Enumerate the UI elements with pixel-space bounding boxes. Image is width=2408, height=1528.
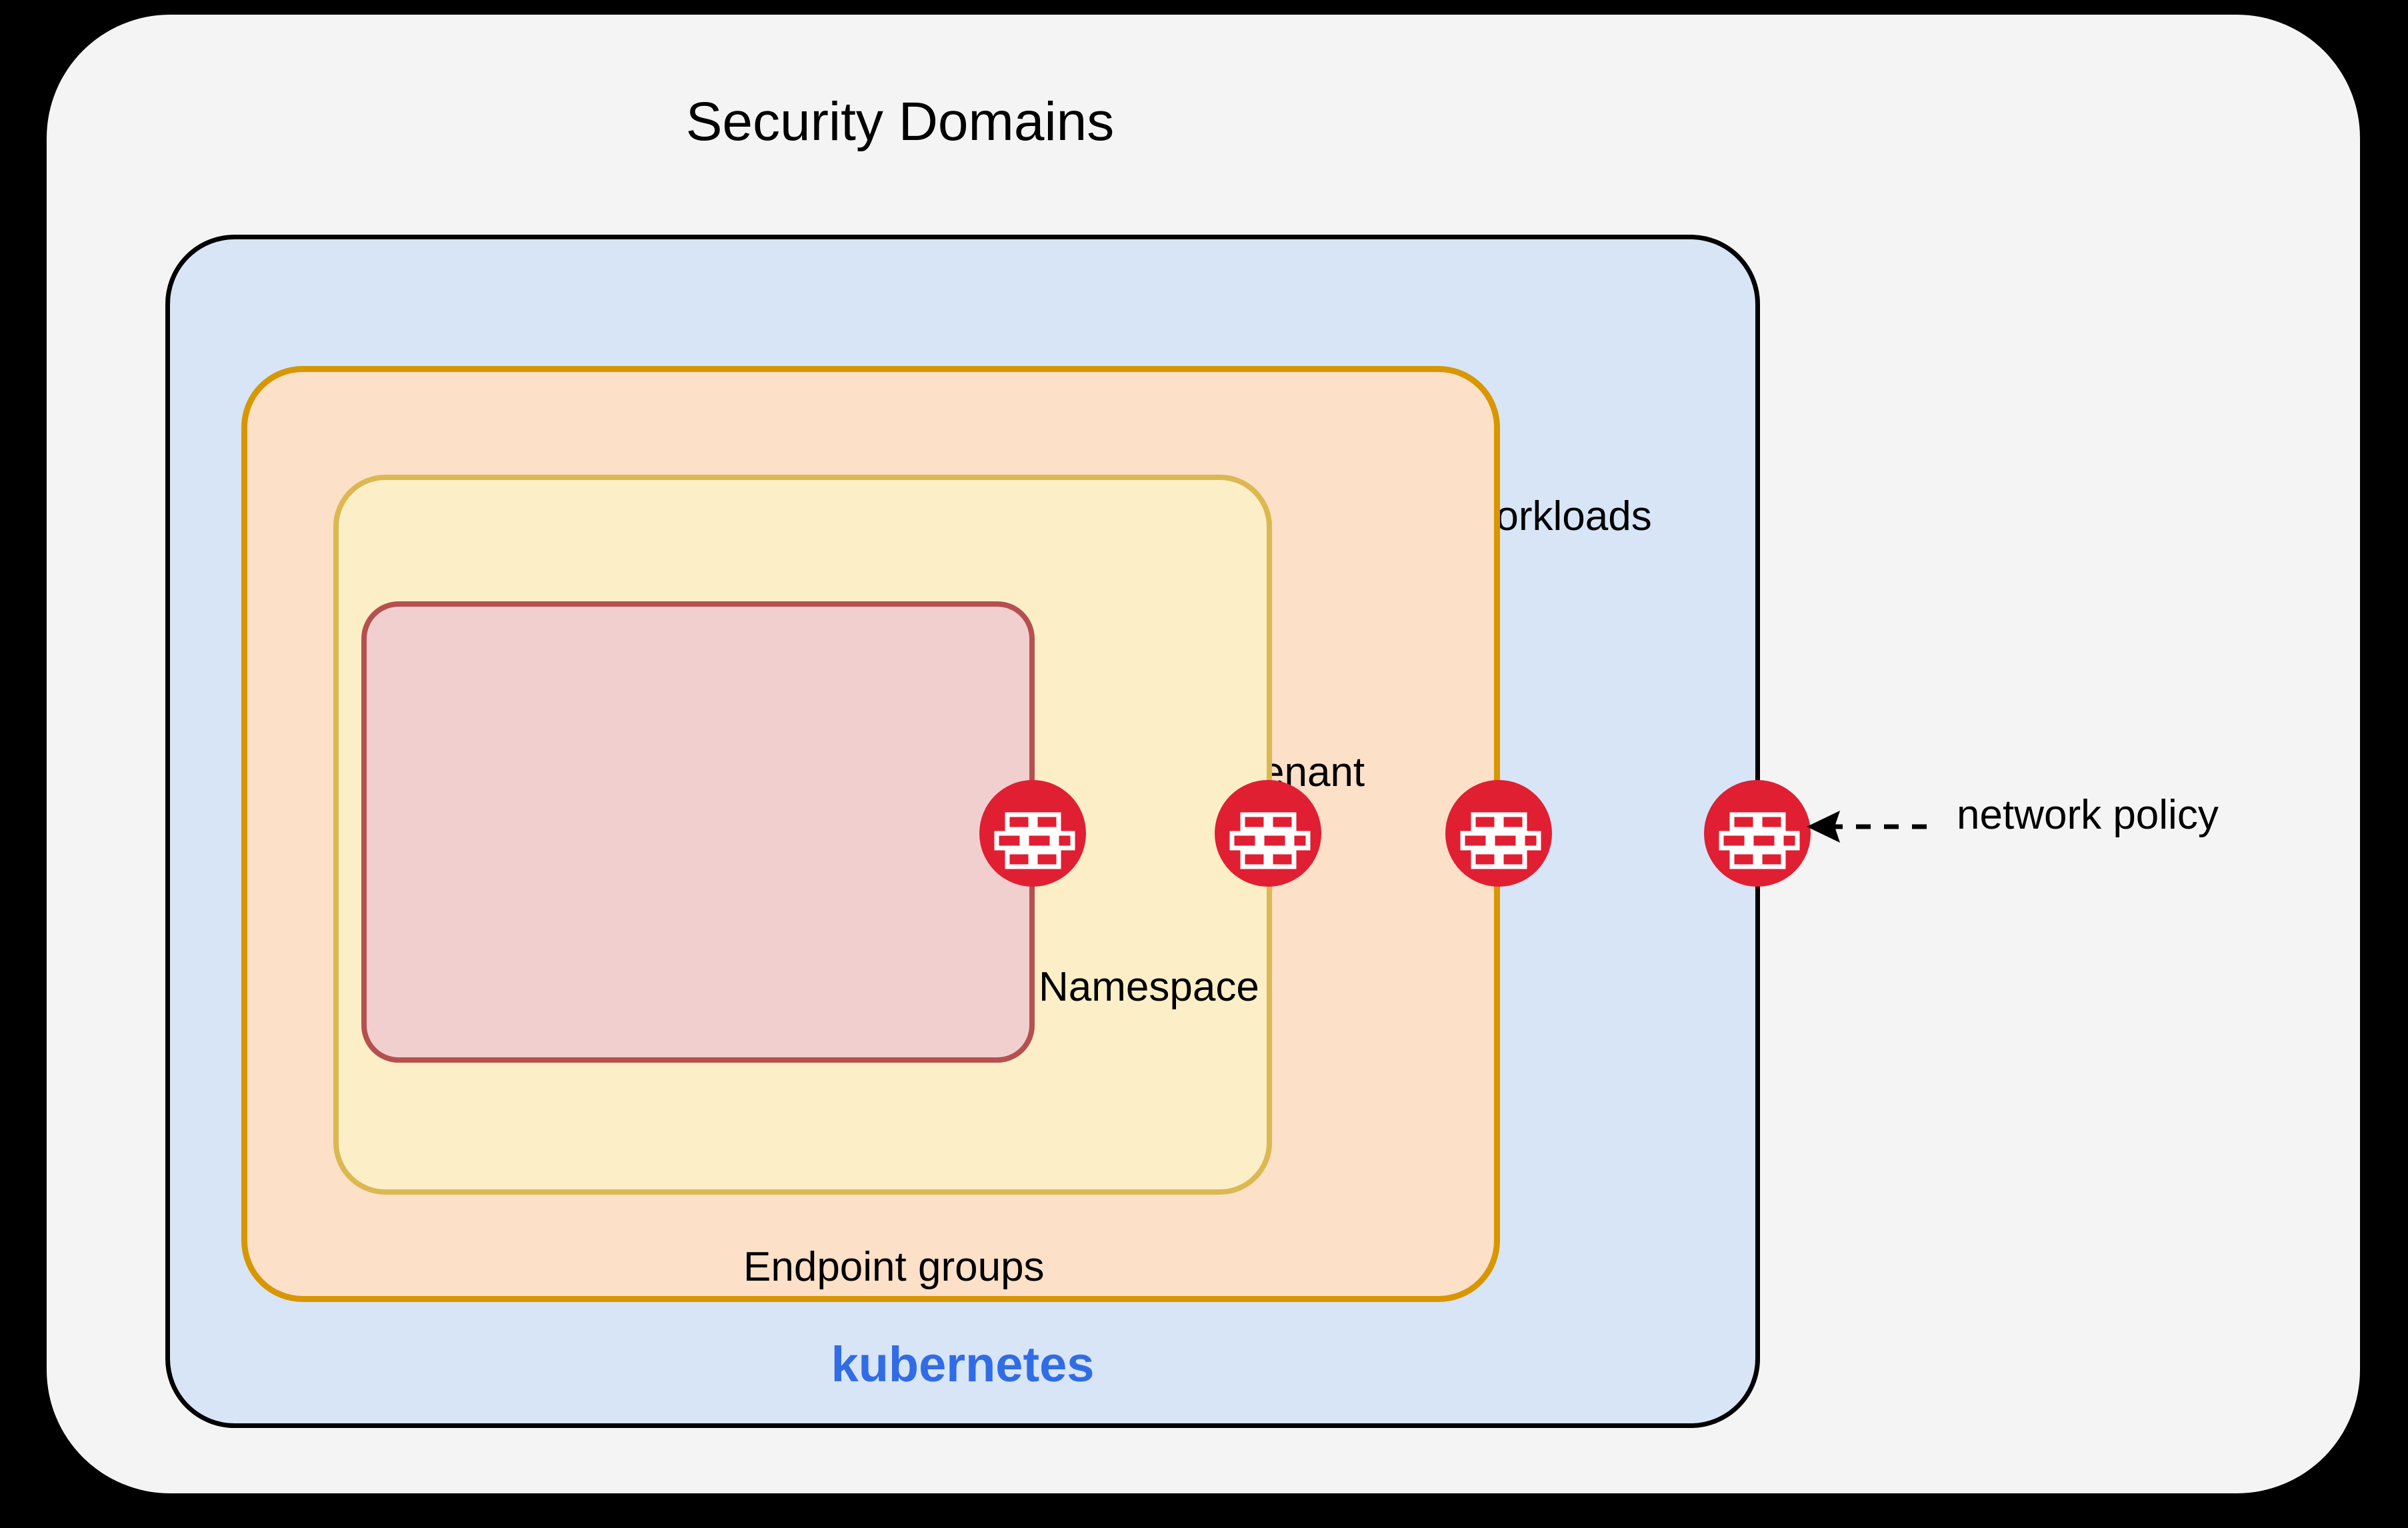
network-policy-label: network policy <box>1957 792 2219 838</box>
security-domains-panel: Security Domains Cluster workloads Tenan… <box>47 15 2360 1493</box>
kubernetes-wordmark: kubernetes <box>831 1337 1095 1392</box>
page-title: Security Domains <box>685 91 1115 152</box>
firewall-icon[interactable] <box>979 780 1086 887</box>
domain-box-endpoint-groups[interactable]: Endpoint groups <box>361 601 1045 1288</box>
firewall-icon[interactable] <box>1704 780 1811 887</box>
firewall-icon[interactable] <box>1445 780 1552 887</box>
domain-label-endpoint-groups: Endpoint groups <box>743 1244 1045 1290</box>
firewall-icon[interactable] <box>1215 780 1321 887</box>
network-policy-annotation: network policy <box>1793 795 2393 853</box>
domain-label-namespace: Namespace <box>1039 964 1259 1010</box>
dashed-arrow-left-icon <box>1807 811 1927 843</box>
